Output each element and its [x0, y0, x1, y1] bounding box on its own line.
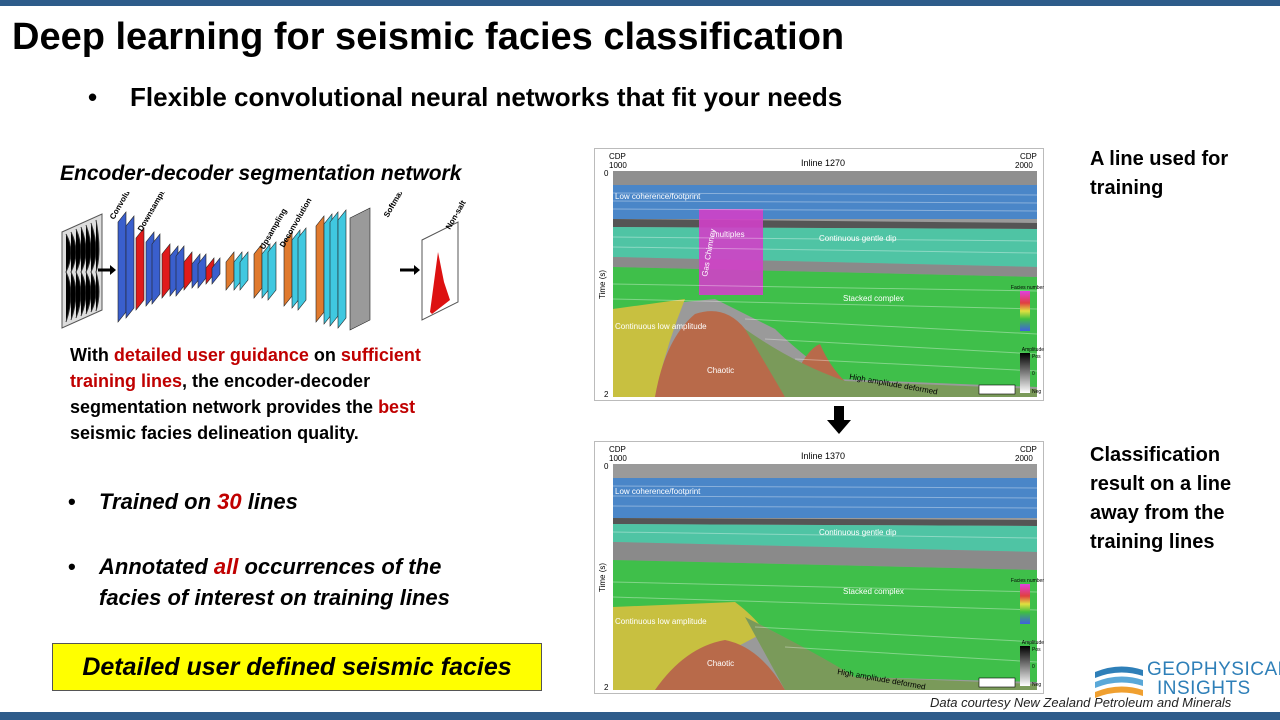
slide-title: Deep learning for seismic facies classif…: [12, 16, 845, 58]
network-layer-block: [337, 209, 347, 329]
network-layer-block: [151, 233, 161, 305]
svg-text:0: 0: [1032, 371, 1035, 377]
bullet-annotated: • Annotated all occurrences of the facie…: [68, 554, 450, 610]
top-bullet-text: Flexible convolutional neural networks t…: [130, 82, 843, 112]
top-accent-bar: [0, 0, 1280, 6]
red-text: sufficient training lines: [70, 345, 421, 391]
facies-label: Low coherence/footprint: [615, 192, 701, 201]
y-axis-label: Time (s): [598, 270, 607, 299]
facies-legend: Facies number: [1011, 578, 1044, 624]
top-bullet: • Flexible convolutional neural networks …: [88, 82, 842, 113]
svg-text:Pos: Pos: [1032, 354, 1041, 360]
svg-text:Amplitude: Amplitude: [1022, 640, 1044, 646]
seismic-section: [612, 171, 1038, 397]
input-seismic-image: [61, 213, 103, 329]
network-layer-block: [267, 241, 277, 301]
logo-waves-icon: [1095, 666, 1143, 698]
side-note-result: Classification result on a line away fro…: [1090, 444, 1232, 553]
label-softmax: Softmax: [382, 192, 406, 219]
amplitude-legend: Amplitude Pos 0 Neg: [1020, 640, 1044, 688]
facies-label: Low coherence/footprint: [615, 487, 701, 496]
red-text: all: [213, 554, 239, 579]
svg-text:0: 0: [1032, 664, 1035, 670]
bullet-trained: • Trained on 30 lines: [68, 489, 298, 514]
cdp-right-label: CDP: [1020, 152, 1037, 161]
network-layer-block: [329, 211, 339, 327]
down-arrow-icon: [827, 406, 851, 434]
cdp-left-num: 1000: [609, 161, 627, 170]
inline-label: Inline 1370: [801, 451, 845, 461]
svg-text:Amplitude: Amplitude: [1022, 347, 1044, 353]
red-text: 30: [217, 489, 242, 514]
network-layer-block: [253, 243, 263, 299]
red-text: detailed user guidance: [113, 345, 309, 365]
cdp-left-num: 1000: [609, 454, 627, 463]
network-description: With detailed user guidance on sufficien…: [70, 345, 421, 443]
svg-text:Neg: Neg: [1032, 682, 1041, 688]
scale-bar: [978, 677, 1016, 688]
inline-label: Inline 1270: [801, 158, 845, 168]
data-credit: Data courtesy New Zealand Petroleum and …: [930, 695, 1232, 710]
svg-text:Pos: Pos: [1032, 647, 1041, 653]
network-layer-block: [349, 207, 371, 331]
scale-bar: [978, 384, 1016, 395]
cdp-left-label: CDP: [609, 152, 626, 161]
highlight-box: Detailed user defined seismic facies: [52, 643, 542, 691]
network-title: Encoder-decoder segmentation network: [60, 162, 462, 185]
seismic-panel-result: CDP 1000 CDP 2000 Inline 1370 0 2 Time (…: [594, 441, 1044, 694]
facies-label: multiples: [713, 230, 745, 239]
network-layer-block: [315, 215, 325, 323]
y-bottom-tick: 2: [604, 683, 609, 692]
output-map: [421, 221, 459, 321]
facies-label: Continuous gentle dip: [819, 528, 897, 537]
network-layer-block: [135, 227, 145, 311]
facies-label: Stacked complex: [843, 587, 904, 596]
facies-label: Continuous gentle dip: [819, 234, 897, 243]
network-layer-block: [239, 251, 249, 291]
facies-label: Continuous low amplitude: [615, 322, 707, 331]
red-text: best: [378, 397, 416, 417]
y-bottom-tick: 2: [604, 390, 609, 399]
seismic-panel-training: CDP 1000 CDP 2000 Inline 1270 0 2 Time (…: [594, 148, 1044, 401]
network-layer-block: [297, 227, 307, 311]
facies-label: Stacked complex: [843, 294, 904, 303]
side-note-training: A line used for training: [1090, 148, 1229, 199]
cdp-right-label: CDP: [1020, 445, 1037, 454]
amplitude-legend: Amplitude Pos 0 Neg: [1020, 347, 1044, 395]
network-layer-block: [117, 211, 127, 323]
facies-label: Chaotic: [707, 366, 734, 375]
y-axis-label: Time (s): [598, 563, 607, 592]
network-layer-block: [183, 251, 193, 291]
cdp-right-num: 2000: [1015, 161, 1033, 170]
facies-label: Chaotic: [707, 659, 734, 668]
label-downsampling: Downsampling: [136, 192, 172, 233]
company-logo: GEOPHYSICAL INSIGHTS: [1093, 660, 1280, 700]
svg-text:Neg: Neg: [1032, 389, 1041, 395]
cdp-right-num: 2000: [1015, 454, 1033, 463]
y-top-tick: 0: [604, 462, 609, 471]
cdp-left-label: CDP: [609, 445, 626, 454]
seismic-section: [612, 464, 1038, 690]
network-layer-block: [161, 243, 171, 299]
svg-text:Facies number: Facies number: [1011, 578, 1044, 584]
y-top-tick: 0: [604, 169, 609, 178]
bottom-accent-bar: [0, 712, 1280, 720]
network-layer-block: [125, 215, 135, 319]
svg-text:Facies number: Facies number: [1011, 285, 1044, 291]
facies-label: Continuous low amplitude: [615, 617, 707, 626]
facies-legend: Facies number: [1011, 285, 1044, 331]
network-layer-block: [211, 257, 221, 285]
network-diagram: Convolution Downsampling Upsampling Deco…: [61, 192, 468, 331]
network-layers: [117, 207, 371, 331]
network-layer-block: [225, 251, 235, 291]
bullet-dot: •: [88, 82, 98, 112]
